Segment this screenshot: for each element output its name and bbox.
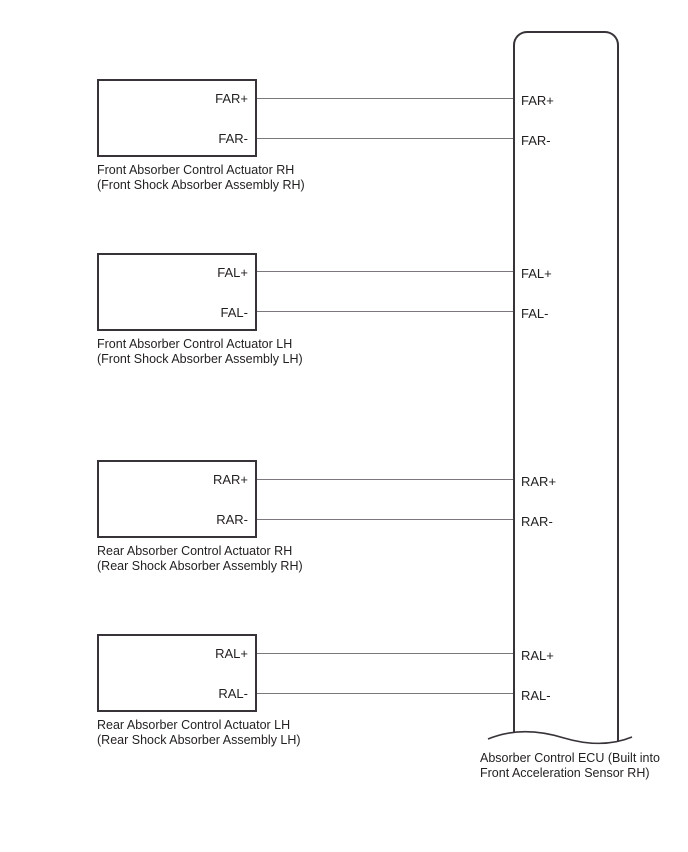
wire-far-minus: [255, 138, 515, 139]
pin-label: FAR-: [218, 131, 248, 146]
pin-label: FAL-: [220, 305, 248, 320]
ecu-pin-label: RAR-: [521, 514, 553, 529]
ecu-pin-label: FAR+: [521, 93, 554, 108]
ecu-box: FAR+ FAR- FAL+ FAL- RAR+ RAR- RAL+ RAL-: [513, 31, 619, 750]
ecu-pin-label: FAR-: [521, 133, 551, 148]
actuator-box: FAR+ FAR-: [97, 79, 257, 157]
actuator-caption: Front Absorber Control Actuator LH (Fron…: [97, 337, 337, 367]
wire-far-plus: [255, 98, 515, 99]
wire-rar-plus: [255, 479, 515, 480]
ecu-pin-label: RAL-: [521, 688, 551, 703]
caption-line-2: (Front Shock Absorber Assembly LH): [97, 352, 303, 366]
caption-line-1: Front Absorber Control Actuator LH: [97, 337, 293, 351]
ecu-caption: Absorber Control ECU (Built into Front A…: [480, 751, 680, 781]
caption-line-2: (Front Shock Absorber Assembly RH): [97, 178, 305, 192]
actuator-box: RAL+ RAL-: [97, 634, 257, 712]
actuator-caption: Rear Absorber Control Actuator LH (Rear …: [97, 718, 337, 748]
pin-label: RAR-: [216, 512, 248, 527]
ecu-pin-label: FAL-: [521, 306, 549, 321]
wire-ral-plus: [255, 653, 515, 654]
wire-ral-minus: [255, 693, 515, 694]
caption-line-2: (Rear Shock Absorber Assembly RH): [97, 559, 303, 573]
pin-label: RAL-: [218, 686, 248, 701]
actuator-box: FAL+ FAL-: [97, 253, 257, 331]
actuator-caption: Front Absorber Control Actuator RH (Fron…: [97, 163, 337, 193]
ecu-pin-label: FAL+: [521, 266, 552, 281]
break-line-icon: [487, 731, 633, 753]
caption-line-1: Front Absorber Control Actuator RH: [97, 163, 295, 177]
caption-line-2: Front Acceleration Sensor RH): [480, 766, 650, 780]
wire-rar-minus: [255, 519, 515, 520]
wire-fal-plus: [255, 271, 515, 272]
wire-fal-minus: [255, 311, 515, 312]
actuator-caption: Rear Absorber Control Actuator RH (Rear …: [97, 544, 337, 574]
caption-line-1: Rear Absorber Control Actuator LH: [97, 718, 291, 732]
ecu-pin-label: RAL+: [521, 648, 554, 663]
ecu-pin-label: RAR+: [521, 474, 557, 489]
pin-label: RAR+: [212, 472, 248, 487]
actuator-box: RAR+ RAR-: [97, 460, 257, 538]
pin-label: FAR+: [215, 91, 248, 106]
pin-label: RAL+: [215, 646, 248, 661]
caption-line-1: Rear Absorber Control Actuator RH: [97, 544, 293, 558]
caption-line-1: Absorber Control ECU (Built into: [480, 751, 660, 765]
pin-label: FAL+: [217, 265, 248, 280]
caption-line-2: (Rear Shock Absorber Assembly LH): [97, 733, 301, 747]
